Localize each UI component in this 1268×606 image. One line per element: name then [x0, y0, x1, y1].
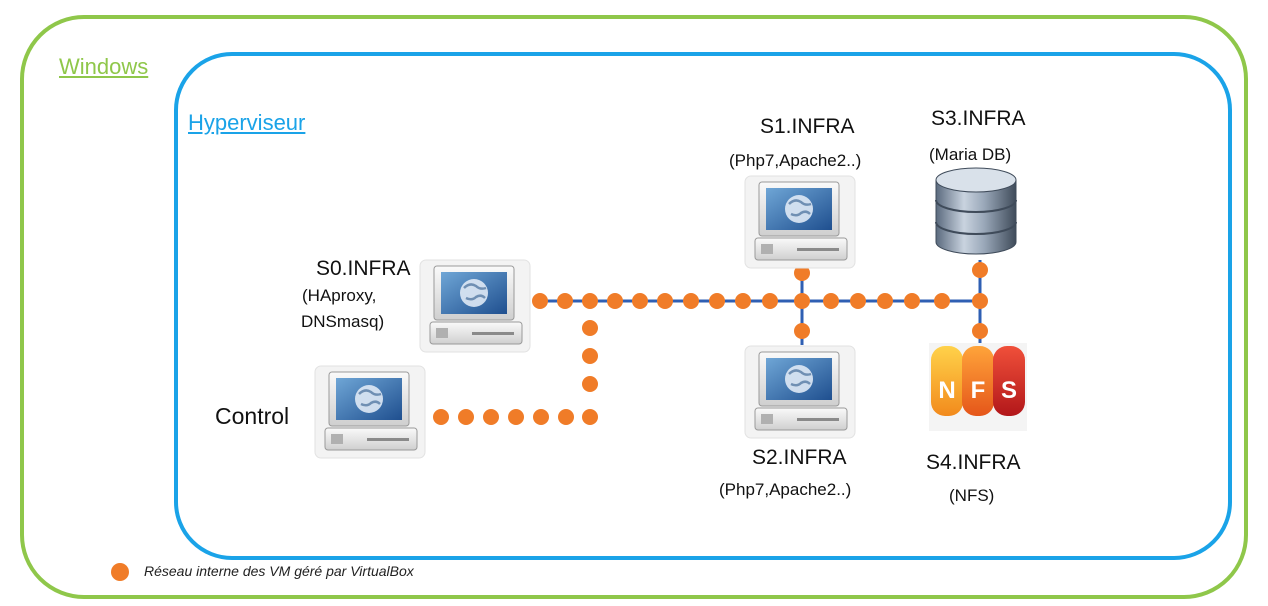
- s1-detail: (Php7,Apache2..): [729, 151, 862, 170]
- nfs-letter-n: N: [938, 377, 955, 404]
- s1-name: S1.INFRA: [760, 115, 855, 138]
- nfs-letter-s: S: [1001, 377, 1017, 404]
- s0-detail-line1: (HAproxy,: [302, 286, 377, 305]
- s2-computer-icon: [743, 344, 857, 440]
- s2-name: S2.INFRA: [752, 446, 847, 469]
- s2-detail: (Php7,Apache2..): [719, 480, 852, 499]
- legend-text: Réseau interne des VM géré par VirtualBo…: [144, 563, 414, 579]
- nfs-icon: N F S: [929, 343, 1027, 431]
- s4-name: S4.INFRA: [926, 451, 1021, 474]
- control-computer-icon: [313, 364, 427, 460]
- windows-container: [20, 15, 1248, 599]
- s0-name: S0.INFRA: [316, 257, 411, 280]
- s0-detail-line2: DNSmasq): [301, 312, 385, 331]
- windows-label: Windows: [59, 54, 149, 79]
- s3-name: S3.INFRA: [931, 107, 1026, 130]
- network-dots: [433, 262, 988, 425]
- orange-dot-icon: [111, 563, 129, 581]
- s4-detail: (NFS): [949, 486, 995, 505]
- hyperviseur-label: Hyperviseur: [188, 110, 306, 135]
- s3-detail: (Maria DB): [929, 145, 1012, 164]
- database-icon: [935, 167, 1017, 255]
- s1-computer-icon: [743, 174, 857, 270]
- s0-computer-icon: [418, 258, 532, 354]
- hyperviseur-container: [174, 52, 1232, 560]
- nfs-letter-f: F: [971, 377, 986, 404]
- control-name: Control: [215, 403, 290, 429]
